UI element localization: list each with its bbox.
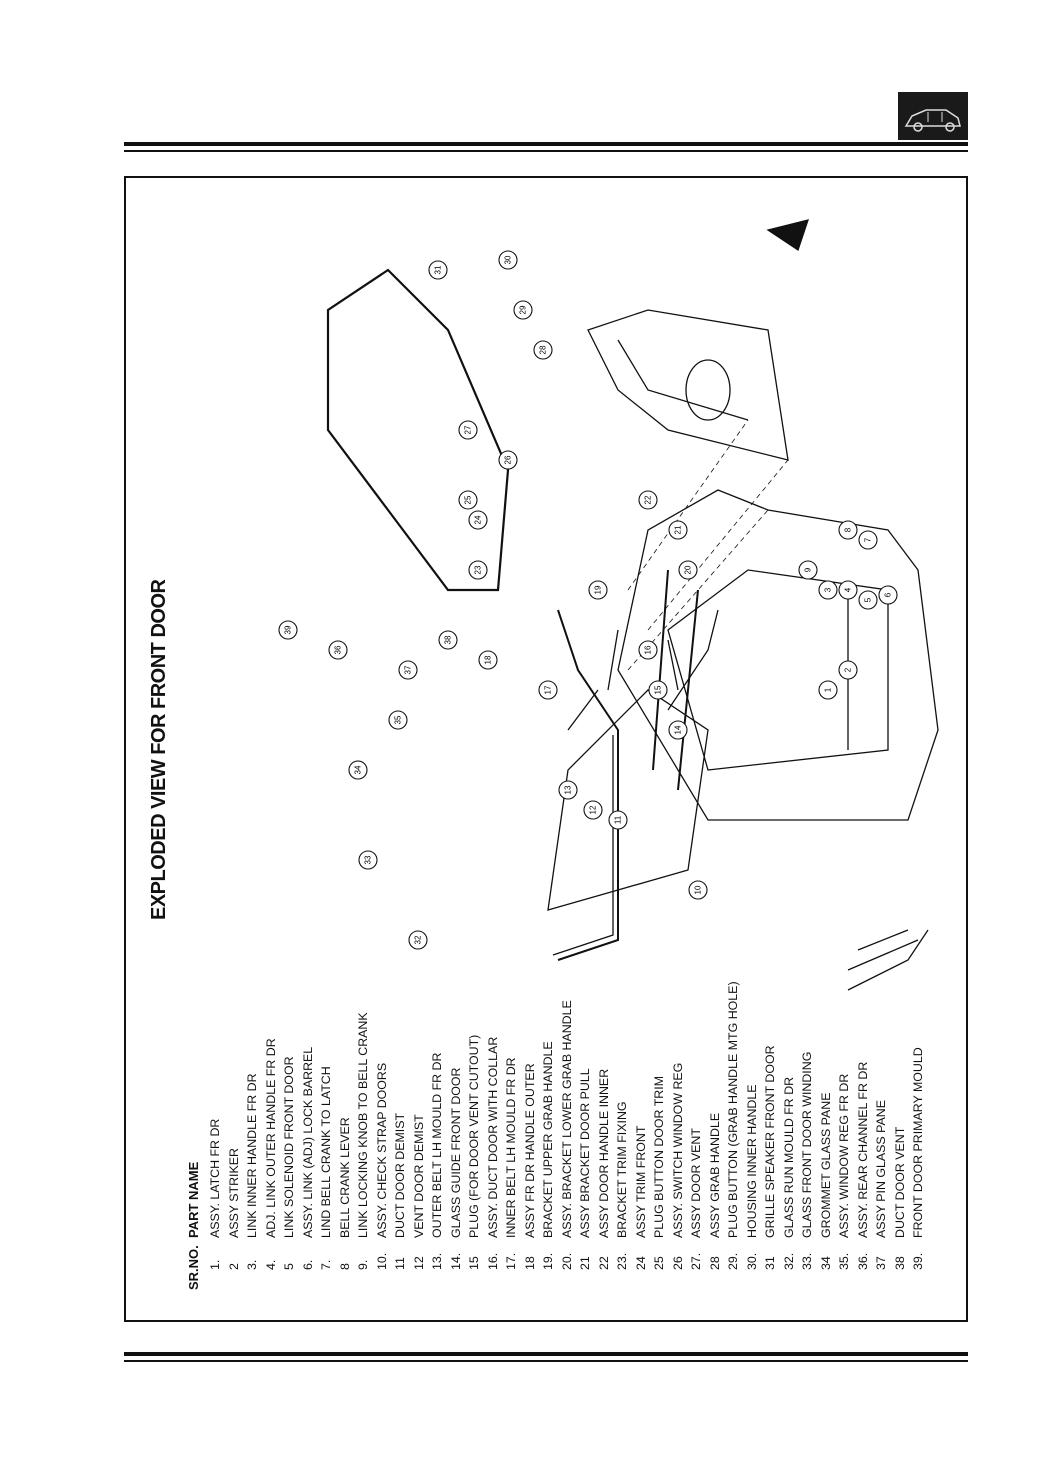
svg-text:18: 18 <box>484 655 493 664</box>
svg-text:23: 23 <box>474 565 483 574</box>
callout-28: 28 <box>533 340 553 360</box>
svg-text:6: 6 <box>884 592 893 597</box>
callout-32: 32 <box>408 930 428 950</box>
svg-text:4: 4 <box>844 587 853 592</box>
belt-mould-inner <box>652 569 669 771</box>
svg-text:10: 10 <box>694 885 703 894</box>
callout-37: 37 <box>398 660 418 680</box>
svg-text:20: 20 <box>684 565 693 574</box>
callout-39: 39 <box>278 620 298 640</box>
callout-24: 24 <box>468 510 488 530</box>
svg-text:13: 13 <box>564 785 573 794</box>
svg-text:1: 1 <box>824 687 833 692</box>
belt-mould-outer <box>677 589 699 791</box>
glass-run-mould <box>557 609 619 961</box>
svg-text:14: 14 <box>674 725 683 734</box>
bottom-rule-thick <box>124 1352 968 1356</box>
callout-35: 35 <box>388 710 408 730</box>
callouts: 1 2 3 4 5 6 7 8 9 10 11 12 13 14 15 16 1… <box>278 250 898 950</box>
callout-15: 15 <box>648 680 668 700</box>
callout-5: 5 <box>858 590 878 610</box>
callout-19: 19 <box>588 580 608 600</box>
svg-text:24: 24 <box>474 515 483 524</box>
svg-text:7: 7 <box>864 537 873 542</box>
svg-text:19: 19 <box>594 585 603 594</box>
svg-text:33: 33 <box>364 855 373 864</box>
callout-31: 31 <box>428 260 448 280</box>
exploded-view-diagram: 1 2 3 4 5 6 7 8 9 10 11 12 13 14 15 16 1… <box>278 219 939 991</box>
bottom-rule-thin <box>124 1360 968 1362</box>
callout-12: 12 <box>583 800 603 820</box>
callout-26: 26 <box>498 450 518 470</box>
callout-2: 2 <box>838 660 858 680</box>
svg-text:2: 2 <box>844 667 853 672</box>
callout-27: 27 <box>458 420 478 440</box>
latch-linkage <box>847 929 929 991</box>
callout-6: 6 <box>878 585 898 605</box>
callout-20: 20 <box>678 560 698 580</box>
speaker-grille <box>766 219 809 252</box>
svg-text:5: 5 <box>864 597 873 602</box>
svg-text:36: 36 <box>334 645 343 654</box>
callout-9: 9 <box>798 560 818 580</box>
callout-21: 21 <box>668 520 688 540</box>
svg-text:11: 11 <box>614 815 623 824</box>
svg-text:3: 3 <box>824 587 833 592</box>
callout-8: 8 <box>838 520 858 540</box>
callout-23: 23 <box>468 560 488 580</box>
svg-text:26: 26 <box>504 455 513 464</box>
svg-text:37: 37 <box>404 665 413 674</box>
top-rule-thin <box>124 150 968 152</box>
callout-7: 7 <box>858 530 878 550</box>
svg-text:34: 34 <box>354 765 363 774</box>
callout-10: 10 <box>688 880 708 900</box>
svg-text:8: 8 <box>844 527 853 532</box>
callout-14: 14 <box>668 720 688 740</box>
svg-text:28: 28 <box>539 345 548 354</box>
callout-36: 36 <box>328 640 348 660</box>
svg-text:15: 15 <box>654 685 663 694</box>
callout-34: 34 <box>348 760 368 780</box>
callout-22: 22 <box>638 490 658 510</box>
svg-text:30: 30 <box>504 255 513 264</box>
callout-29: 29 <box>513 300 533 320</box>
callout-4: 4 <box>838 580 858 600</box>
callout-17: 17 <box>538 680 558 700</box>
callout-33: 33 <box>358 850 378 870</box>
callout-38: 38 <box>438 630 458 650</box>
callout-1: 1 <box>818 680 838 700</box>
callout-18: 18 <box>478 650 498 670</box>
svg-text:35: 35 <box>394 715 403 724</box>
svg-text:16: 16 <box>644 645 653 654</box>
door-outer-panel <box>617 489 939 821</box>
callout-16: 16 <box>638 640 658 660</box>
svg-text:32: 32 <box>414 935 423 944</box>
svg-text:12: 12 <box>589 805 598 814</box>
svg-text:21: 21 <box>674 525 683 534</box>
svg-text:29: 29 <box>519 305 528 314</box>
top-rule-thick <box>124 142 968 146</box>
callout-25: 25 <box>458 490 478 510</box>
svg-text:31: 31 <box>434 265 443 274</box>
rotated-page-content: EXPLODED VIEW FOR FRONT DOOR SR.NO. PART… <box>148 180 948 1290</box>
callout-30: 30 <box>498 250 518 270</box>
car-thumbnail-icon <box>898 92 968 140</box>
callout-13: 13 <box>558 780 578 800</box>
svg-text:27: 27 <box>464 425 473 434</box>
callout-11: 11 <box>608 810 628 830</box>
svg-text:9: 9 <box>804 567 813 572</box>
svg-text:25: 25 <box>464 495 473 504</box>
svg-text:39: 39 <box>284 625 293 634</box>
callout-3: 3 <box>818 580 838 600</box>
trim-panel <box>587 309 789 461</box>
content-frame <box>124 176 968 1322</box>
window-regulator <box>667 609 719 711</box>
svg-text:38: 38 <box>444 635 453 644</box>
svg-text:22: 22 <box>644 495 653 504</box>
primary-mould <box>326 268 510 592</box>
svg-text:17: 17 <box>544 685 553 694</box>
